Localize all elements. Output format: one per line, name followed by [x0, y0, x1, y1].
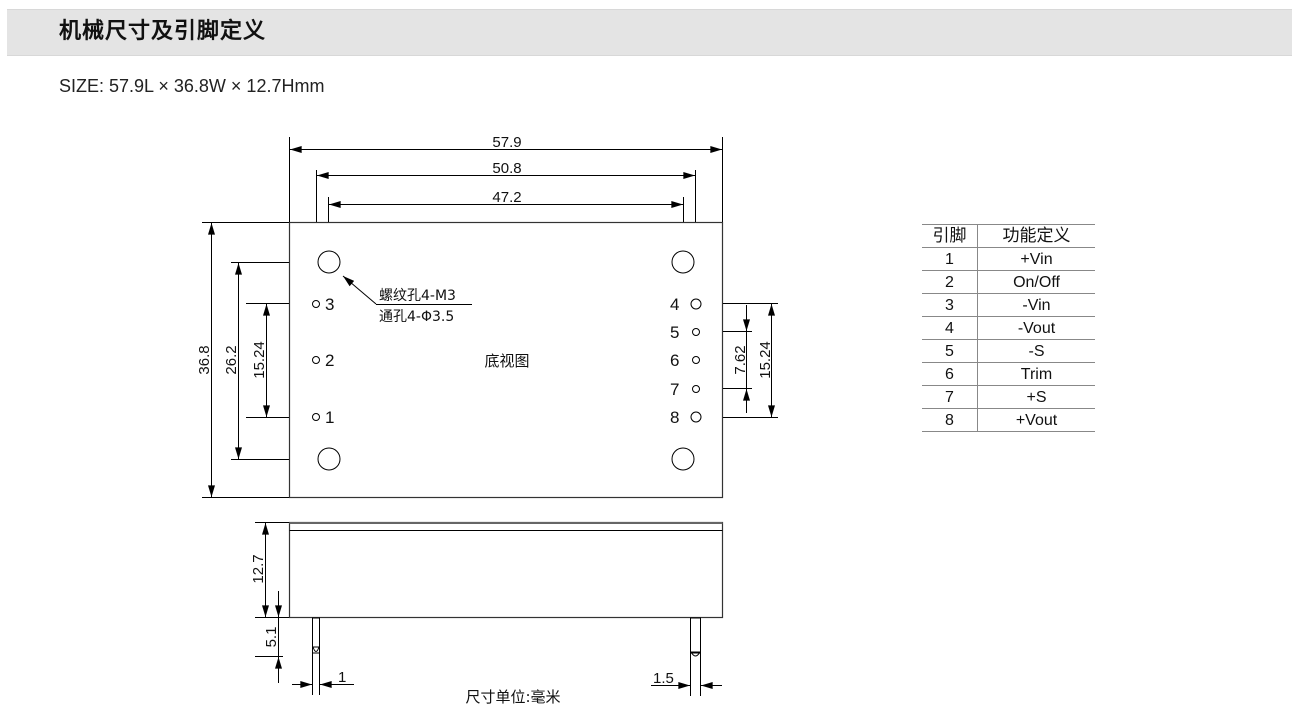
dim-right-pin-diameter: 1.5 — [653, 670, 674, 687]
pin-function: +Vin — [977, 247, 1095, 271]
pin-number: 5 — [922, 339, 978, 363]
mount-hole — [317, 250, 341, 274]
size-spec: SIZE: 57.9L × 36.8W × 12.7Hmm — [59, 76, 325, 96]
dim-hole-pitch: 26.2 — [223, 345, 240, 374]
pin-label-1: 1 — [325, 408, 334, 427]
dim-pin-span: 50.8 — [492, 160, 521, 177]
dim-overall-width: 36.8 — [196, 345, 213, 374]
pin-number: 4 — [922, 316, 978, 340]
dim-height: 12.7 — [250, 554, 267, 583]
bottom-view-body — [288, 221, 724, 499]
table-row: 4 -Vout — [922, 316, 1095, 340]
dim-right-inner-span: 7.62 — [732, 345, 749, 374]
pin-definition-table: 引脚 功能定义 1 +Vin 2 On/Off 3 -Vin 4 -Vout 5… — [922, 224, 1095, 432]
bottom-view-label: 底视图 — [484, 352, 529, 370]
pin-function: Trim — [977, 362, 1095, 386]
pin-label-3: 3 — [325, 295, 334, 314]
pin-label-4: 4 — [670, 295, 679, 314]
unit-note: 尺寸单位:毫米 — [465, 688, 560, 706]
table-row: 8 +Vout — [922, 408, 1095, 432]
pin-function: -S — [977, 339, 1095, 363]
pin-function: +S — [977, 385, 1095, 409]
pin-number: 7 — [922, 385, 978, 409]
dim-right-pin-span: 15.24 — [757, 341, 774, 379]
header-pin: 引脚 — [922, 224, 978, 248]
table-row: 1 +Vin — [922, 247, 1095, 271]
pin-label-7: 7 — [670, 380, 679, 399]
pin-hole-8 — [690, 411, 702, 423]
section-title: 机械尺寸及引脚定义 — [59, 19, 267, 44]
side-pin-left — [312, 617, 320, 654]
callout-leader — [342, 275, 377, 305]
pin-hole-7 — [692, 385, 700, 393]
pin-function: On/Off — [977, 270, 1095, 294]
dim-left-pin-span: 15.24 — [251, 341, 268, 379]
pin-number: 2 — [922, 270, 978, 294]
hole-callout-line1: 螺纹孔4-M3 — [379, 288, 456, 304]
dim-pin-length: 5.1 — [263, 627, 280, 648]
header-function: 功能定义 — [977, 224, 1095, 248]
pin-hole-6 — [692, 356, 700, 364]
pin-function: -Vin — [977, 293, 1095, 317]
side-view-body — [288, 521, 724, 619]
side-pin-right — [690, 617, 701, 654]
table-row: 7 +S — [922, 385, 1095, 409]
pin-hole-2 — [312, 356, 320, 364]
table-header-row: 引脚 功能定义 — [922, 224, 1095, 248]
mount-hole — [671, 250, 695, 274]
pin-hole-5 — [692, 328, 700, 336]
pin-label-2: 2 — [325, 351, 334, 370]
dim-hole-span: 47.2 — [492, 189, 521, 206]
pin-number: 8 — [922, 408, 978, 432]
table-row: 5 -S — [922, 339, 1095, 363]
pin-number: 1 — [922, 247, 978, 271]
pin-function: +Vout — [977, 408, 1095, 432]
pin-number: 3 — [922, 293, 978, 317]
pin-label-8: 8 — [670, 408, 679, 427]
pin-hole-1 — [312, 413, 320, 421]
table-row: 6 Trim — [922, 362, 1095, 386]
pin-hole-3 — [312, 300, 320, 308]
dim-left-pin-diameter: 1 — [338, 669, 346, 686]
mount-hole — [317, 447, 341, 471]
pin-label-5: 5 — [670, 323, 679, 342]
pin-label-6: 6 — [670, 351, 679, 370]
dim-overall-length: 57.9 — [492, 134, 521, 151]
table-row: 2 On/Off — [922, 270, 1095, 294]
mount-hole — [671, 447, 695, 471]
pin-number: 6 — [922, 362, 978, 386]
pin-function: -Vout — [977, 316, 1095, 340]
hole-callout-line2: 通孔4-Φ3.5 — [379, 309, 454, 325]
table-row: 3 -Vin — [922, 293, 1095, 317]
section-header: 机械尺寸及引脚定义 — [7, 9, 1292, 56]
pin-hole-4 — [690, 298, 702, 310]
